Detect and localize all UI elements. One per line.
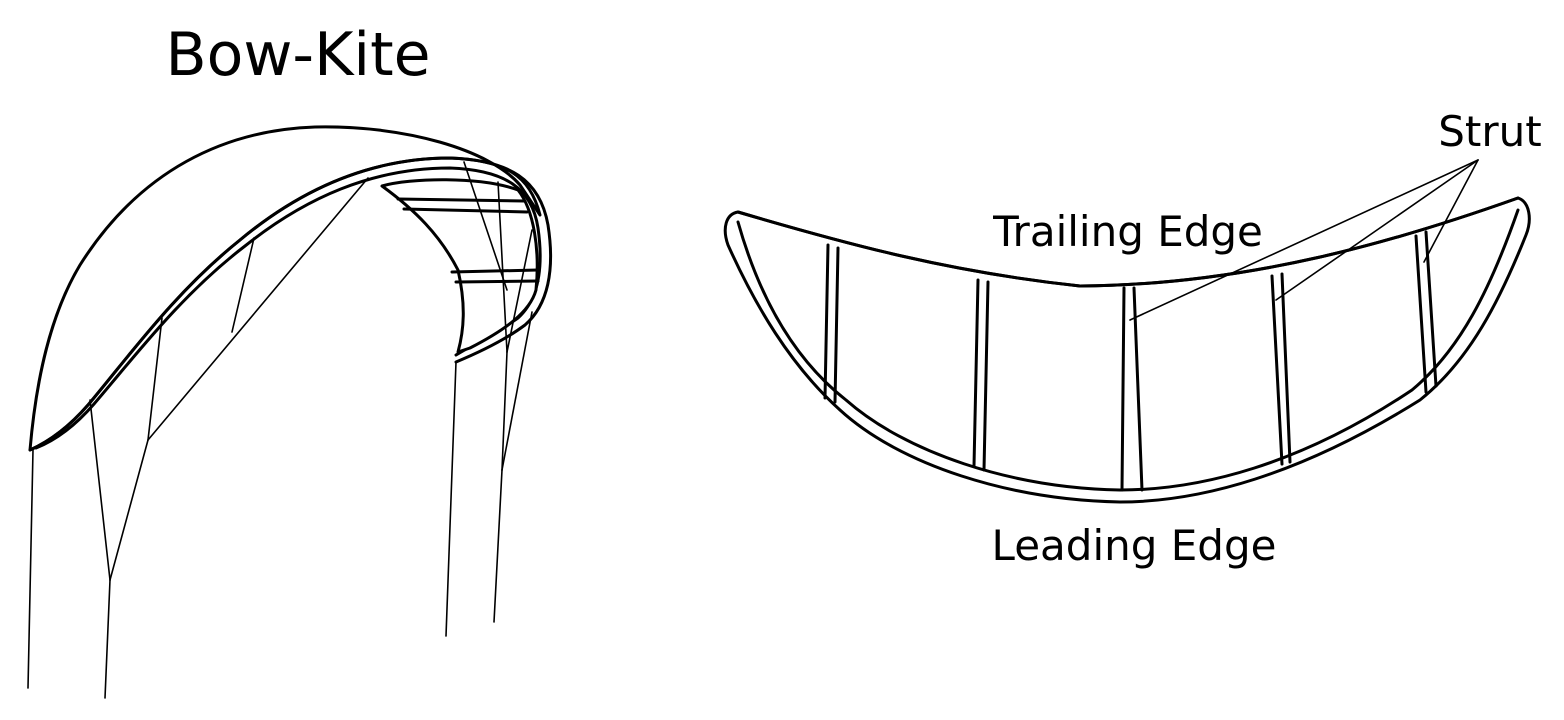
bow-kite-flat-view: [723, 159, 1531, 504]
flat-kite-struts: [823, 230, 1438, 492]
kite-leading-edge-outer: [28, 156, 553, 452]
bow-kite-3d-view: [27, 125, 553, 699]
strut-callout-lines: [1129, 159, 1479, 321]
flat-leading-edge-inner: [736, 208, 1520, 492]
flat-trailing-edge: [736, 196, 1520, 288]
kite-inner-strut-2a: [450, 268, 540, 274]
kite-inner-strut-1b: [402, 207, 529, 214]
trailing-edge-label: Trailing Edge: [992, 207, 1263, 256]
strut-label: Strut: [1438, 107, 1541, 156]
diagram-title: Bow-Kite: [165, 20, 430, 90]
kite-inner-canopy: [380, 178, 539, 354]
leading-edge-label: Leading Edge: [992, 521, 1277, 570]
kite-inner-strut-1a: [396, 197, 526, 203]
kite-bridle-lines: [27, 161, 533, 699]
kite-inner-strut-2b: [454, 279, 540, 284]
